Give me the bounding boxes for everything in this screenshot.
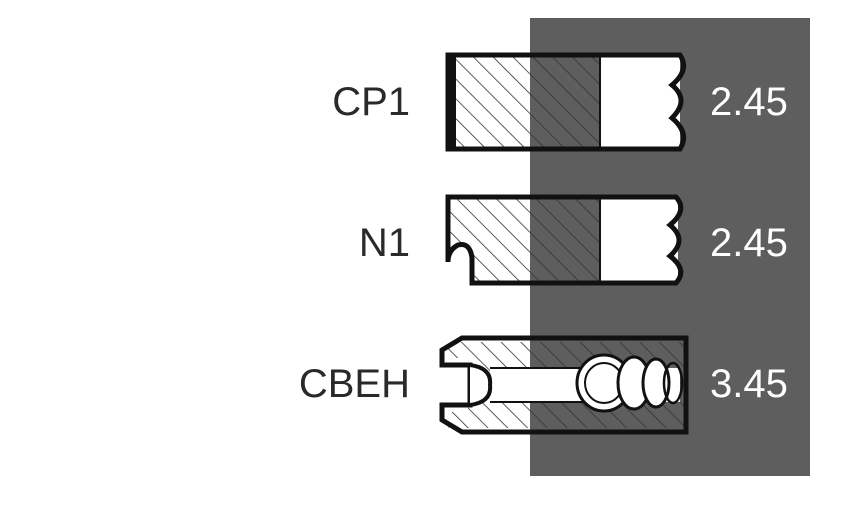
ring-cbeh-outline [439, 335, 689, 435]
ring-label-n1: N1 [358, 221, 410, 265]
ring-label-cbeh: CBEH [298, 362, 410, 406]
ring-cp1-profile [445, 52, 687, 152]
ring-cbeh-profile [439, 335, 689, 435]
ring-cbeh-groove [469, 363, 493, 407]
spring-coil-3 [641, 357, 671, 409]
ring-n1-outline [445, 194, 684, 286]
ring-value-n1: 2.45 [710, 221, 788, 265]
ring-n1-profile [445, 194, 684, 286]
ring-label-cp1: CP1 [332, 80, 410, 124]
spring-coil-4 [662, 361, 684, 405]
expander-spring [575, 353, 684, 413]
ring-n1-plain-face [600, 197, 678, 283]
ring-value-cp1: 2.45 [710, 80, 788, 124]
ring-value-cbeh: 3.45 [710, 362, 788, 406]
ring-cp1-outline [445, 52, 687, 152]
ring-cp1-hatched-face [448, 55, 600, 149]
ring-n1-hatched-face [448, 197, 600, 283]
ring-cp1-plain-face [600, 55, 680, 149]
